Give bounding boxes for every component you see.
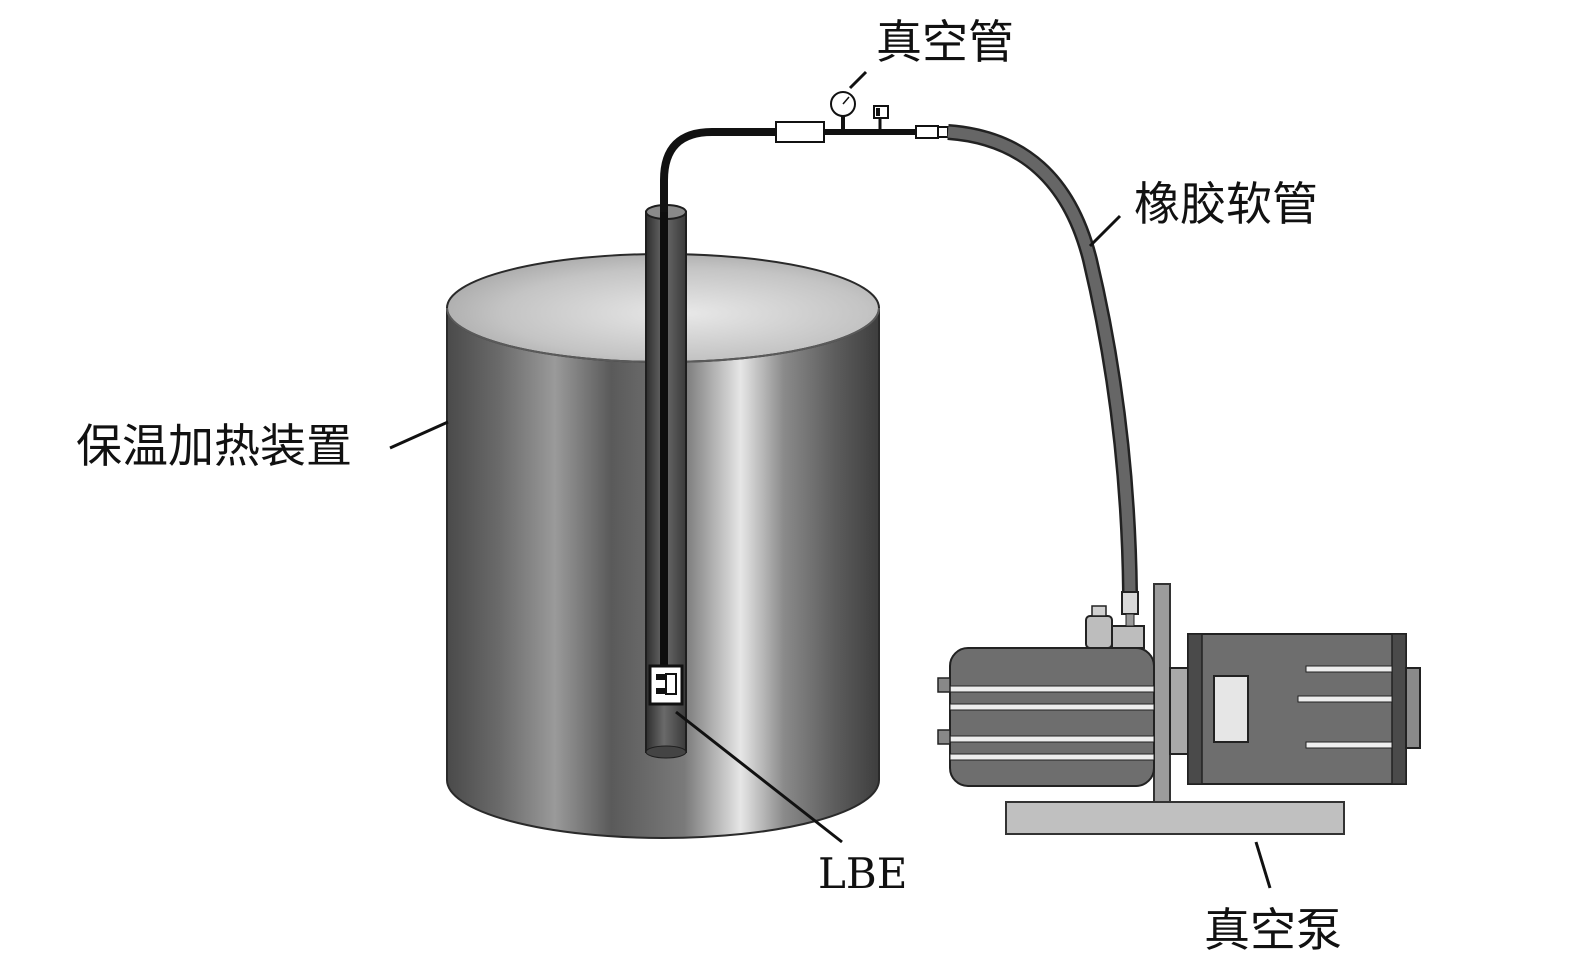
pressure-gauge-icon (830, 91, 856, 132)
tube-coupler (775, 121, 825, 143)
vacuum-pump (937, 583, 1421, 835)
label-vacuum-tube: 真空管 (876, 15, 1014, 69)
outer-tube-bottom (645, 745, 687, 759)
leader-vacuum-pump (1254, 841, 1272, 889)
leader-vacuum-tube (848, 70, 868, 90)
pump-left-block (937, 647, 1155, 787)
valve-icon (873, 105, 889, 132)
rubber-hose-fill (947, 126, 1136, 593)
pump-base (1005, 801, 1345, 835)
pump-inlet (1085, 591, 1145, 649)
leader-heater (389, 420, 449, 450)
vacuum-tube-line (660, 91, 949, 212)
label-heater: 保温加热装置 (76, 419, 352, 473)
leader-lbe (675, 710, 843, 844)
vertical-tube (645, 204, 687, 759)
label-lbe: LBE (818, 849, 907, 898)
label-vacuum-pump: 真空泵 (1204, 903, 1342, 957)
pump-coupling (1169, 667, 1189, 755)
hose-adapter-end (937, 126, 949, 138)
pump-motor (1187, 633, 1421, 785)
vacuum-tube-bend (660, 128, 780, 212)
pump-stand (1153, 583, 1171, 803)
label-rubber-hose: 橡胶软管 (1134, 177, 1318, 231)
leader-rubber-hose (1088, 214, 1122, 248)
rubber-hose (947, 124, 1138, 593)
inner-pipe (660, 212, 668, 672)
hose-adapter (915, 125, 939, 139)
lbe-sample-holder (648, 664, 684, 706)
